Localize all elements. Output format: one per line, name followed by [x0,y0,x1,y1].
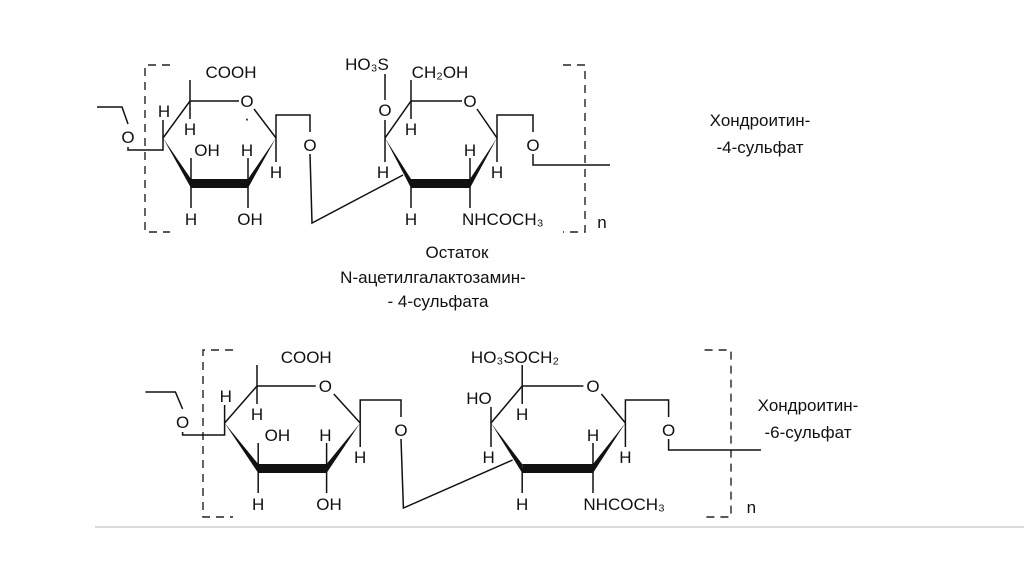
ring2-wedge-left [491,423,523,473]
ring1-oh: OH [194,141,220,160]
ring1-h: H [184,120,196,139]
glycosidic-oxygen-left: O [121,128,134,147]
ring2-oxygen: O [586,377,599,396]
ring1-oh: OH [265,426,291,445]
ring2-c4-oxygen: O [378,101,391,120]
ring2-ch2-sulfate: HO₃SOCH₂ [471,348,559,367]
compound-name-line: Хондроитин- [710,111,811,130]
glycosidic-oxygen-right: O [526,136,539,155]
ring1-h: H [185,210,197,229]
ring1-h: H [354,448,366,467]
ring1-wedge-left [163,138,191,188]
ring2-wedge-right [470,138,497,188]
ring1-h: H [241,141,253,160]
compound-name-line: -4-сульфат [716,138,803,157]
ring1-cooh: COOH [281,348,332,367]
right-chain-bond [624,399,670,423]
glycosidic-oxygen-right: O [662,421,675,440]
ring1-oxygen: O [319,377,332,396]
ring1-bond-top [162,100,239,139]
ring2-sulfate: HO₃S [345,55,389,74]
ring1-h: H [319,426,331,445]
caption-line-1: Остаток [426,243,489,262]
repeat-bracket-left [144,64,170,233]
glycosidic-oxygen-left: O [176,413,189,432]
caption-n-acetylgalactosamine-4-sulfate: Остаток N-ацетилгалактозамин- - 4-сульфа… [340,243,526,311]
ring2-h: H [587,426,599,445]
ring1-wedge-right [326,423,361,473]
ring1-oh: OH [316,495,342,514]
repeat-count-n: n [597,213,606,232]
ring1-h: H [251,405,263,424]
ring2-h: H [405,210,417,229]
compound-name-line: Хондроитин- [758,396,859,415]
ring2-bold-bond [522,464,593,473]
repeat-bracket-right [704,349,732,518]
ring2-h: H [482,448,494,467]
ring1-bond-o-c1 [253,108,277,139]
ring2-h: H [491,163,503,182]
ring1-h: H [252,495,264,514]
ring1-bond-top [224,385,316,424]
glycosidic-oxygen-mid: O [303,136,316,155]
ring2-bold-bond [411,179,470,188]
ring2-nhcoch3: NHCOCH₃ [462,210,544,229]
ring2-h: H [464,141,476,160]
ring1-h: H [220,387,232,406]
ring2-h: H [377,163,389,182]
ring1-wedge-left [224,423,259,473]
ring2-h: H [405,120,417,139]
ring1-bold-bond [258,464,327,473]
glycosidic-bond [275,114,311,138]
ring2-bond-top [490,385,584,424]
right-chain-bond-2 [532,154,610,166]
left-chain-bond-2 [127,138,164,151]
repeat-bracket-left [202,349,233,518]
ring2-h: H [516,495,528,514]
ring2-h: H [516,405,528,424]
ring2-ch2oh: CH₂OH [412,63,469,82]
ring1-h: H [270,163,282,182]
caption-line-2: N-ацетилгалактозамин- [340,268,526,287]
glycosidic-bond-2 [309,153,404,225]
ring2-oxygen: O [463,92,476,111]
caption-line-3: - 4-сульфата [387,292,489,311]
right-chain-bond-2 [667,439,761,451]
ring2-nhcoch3: NHCOCH₃ [583,495,665,514]
ring1-cooh: COOH [206,63,257,82]
right-chain-bond [496,114,534,138]
ring1-dot: · [244,109,250,128]
glycosidic-bond-2 [400,438,513,510]
ring1-h: H [158,102,170,121]
left-chain-bond [145,391,184,410]
ring1-oh: OH [237,210,263,229]
ring1-bold-bond [191,179,248,188]
ring2-wedge-right [593,423,626,473]
glycosidic-bond [359,399,402,423]
ring2-wedge-left [385,138,411,188]
glycosidic-oxygen-mid: O [394,421,407,440]
ring1-oxygen: O [240,92,253,111]
repeat-bracket-right [563,64,586,233]
ring2-bond-top [384,100,462,139]
ring1-bond-o-c1 [333,393,361,424]
repeat-count-n: n [747,498,756,517]
ring2-bond-o-c1 [600,393,626,424]
left-chain-bond [97,106,129,125]
ring2-h: H [619,448,631,467]
ring2-hydroxyl: HO [466,389,492,408]
compound-name-line: -6-сульфат [764,423,851,442]
ring2-bond-o-c1 [476,108,498,139]
ring1-wedge-right [248,138,276,188]
left-chain-bond-2 [181,423,226,436]
